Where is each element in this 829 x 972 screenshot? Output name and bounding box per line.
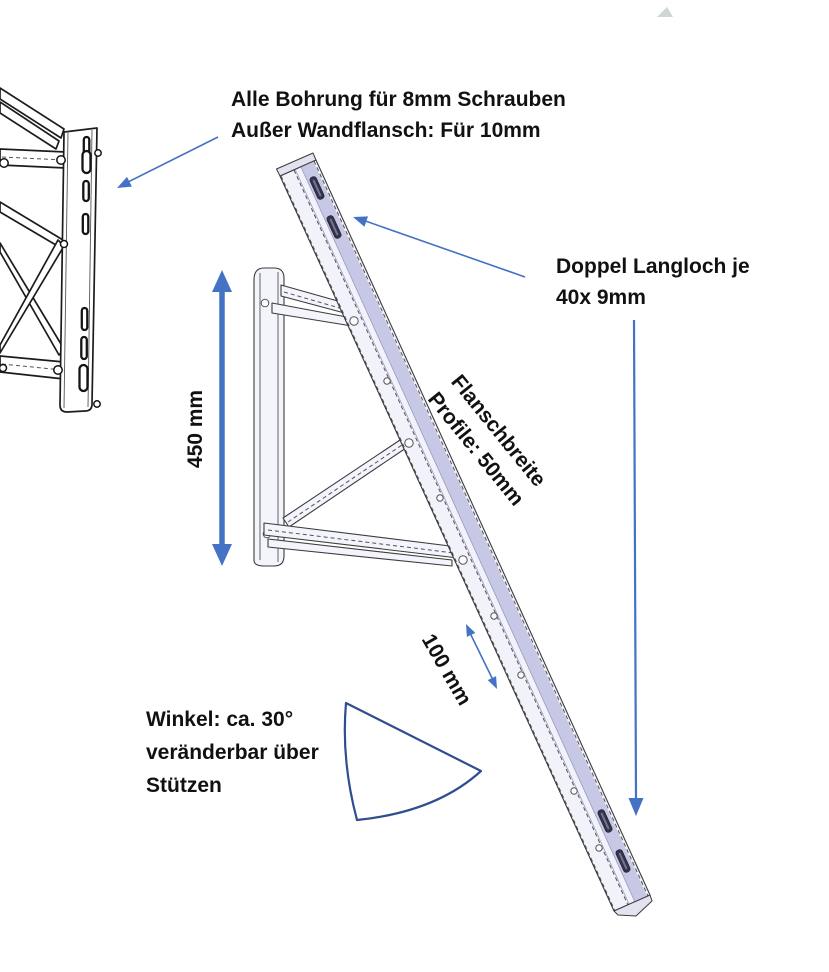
rail-slot [309, 176, 325, 200]
plate-slot [80, 335, 88, 361]
bolt [59, 239, 69, 249]
rail-slot [326, 215, 342, 239]
plate-slot [80, 306, 89, 332]
mounting-rail [276, 152, 653, 917]
bolt [0, 363, 8, 373]
strut-bolt [349, 316, 359, 326]
lineart-upper-strut [0, 101, 60, 150]
rail-slot [615, 849, 631, 873]
bolt [94, 149, 102, 157]
rail-slot [597, 809, 613, 833]
height-dimension-label: 450 mm [184, 389, 207, 469]
angle-note-line: Stützen [146, 774, 222, 797]
plate-slot [78, 363, 89, 393]
rail-bolt-hole [383, 377, 391, 385]
wall-flange-pointer-arrow [117, 136, 219, 188]
bolt [53, 365, 63, 375]
angle-note: Winkel: ca. 30° veränderbar über Stützen [146, 703, 319, 802]
rail-bottom-cap [613, 894, 653, 917]
spacing-dimension-arrow [466, 624, 497, 689]
rail-bolt-hole [595, 844, 603, 852]
diagonal-strut [282, 439, 407, 528]
slot-note-line: 40x 9mm [556, 286, 646, 309]
drill-note-line: Außer Wandflansch: Für 10mm [231, 119, 541, 142]
angle-note-line: Winkel: ca. 30° [146, 708, 294, 731]
height-dimension-arrow [212, 270, 232, 566]
rail-top-cap [276, 152, 317, 177]
rail-bolt-hole [436, 494, 444, 502]
bolt [93, 400, 101, 408]
rail-top-pointer-arrow [353, 216, 526, 278]
strut-bolt [458, 555, 468, 565]
rail-bottom-pointer-arrow [628, 319, 644, 816]
slot-note: Doppel Langloch je 40x 9mm [556, 251, 750, 313]
bracket-assembly-drawing [253, 152, 653, 917]
slot-note-line: Doppel Langloch je [556, 255, 750, 278]
render-artifact [657, 7, 673, 17]
drill-note-line: Alle Bohrung für 8mm Schrauben [231, 88, 566, 111]
angle-wedge [343, 701, 483, 822]
rail-bolt-hole [490, 612, 498, 620]
strut-bolt [404, 438, 414, 448]
plate-slot [81, 149, 92, 175]
bolt [0, 158, 9, 168]
drill-note: Alle Bohrung für 8mm Schrauben Außer Wan… [231, 84, 566, 146]
rail-bolt-hole [517, 671, 525, 679]
bottom-strut [263, 522, 459, 567]
angle-note-line: veränderbar über [146, 741, 319, 764]
plate-slot [81, 212, 90, 236]
post-bolt [260, 298, 270, 308]
rail-bolt-hole [570, 787, 578, 795]
bolt [56, 155, 66, 165]
wall-flange-lineart-drawing [0, 87, 102, 413]
lineart-mid-strut [0, 201, 64, 249]
plate-slot [82, 179, 90, 203]
lineart-upper-strut [0, 87, 65, 139]
